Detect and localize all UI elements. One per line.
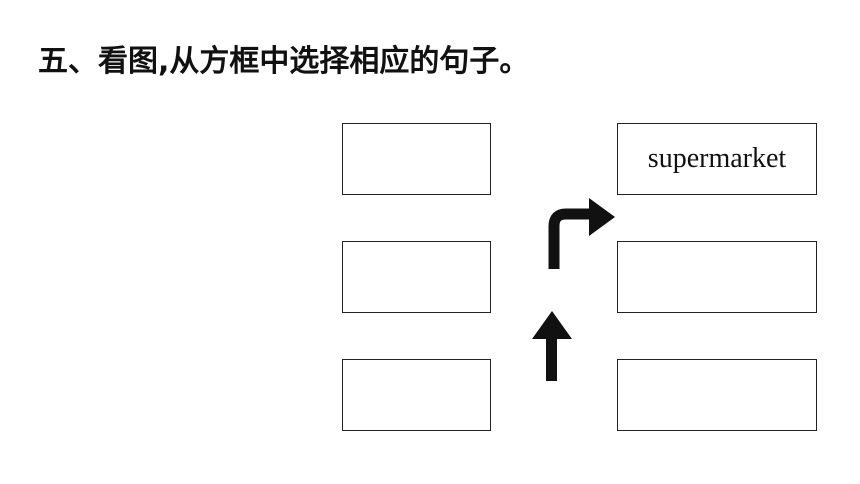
question-heading: 五、看图,从方框中选择相应的句子。 [38, 44, 530, 79]
supermarket-box: supermarket [617, 123, 817, 195]
answer-box-left-bottom[interactable] [342, 359, 491, 431]
answer-box-right-bottom[interactable] [617, 359, 817, 431]
up-arrow-icon [532, 311, 572, 381]
answer-box-right-middle[interactable] [617, 241, 817, 313]
answer-box-left-top[interactable] [342, 123, 491, 195]
turn-right-arrow-icon [548, 198, 615, 269]
answer-box-left-middle[interactable] [342, 241, 491, 313]
